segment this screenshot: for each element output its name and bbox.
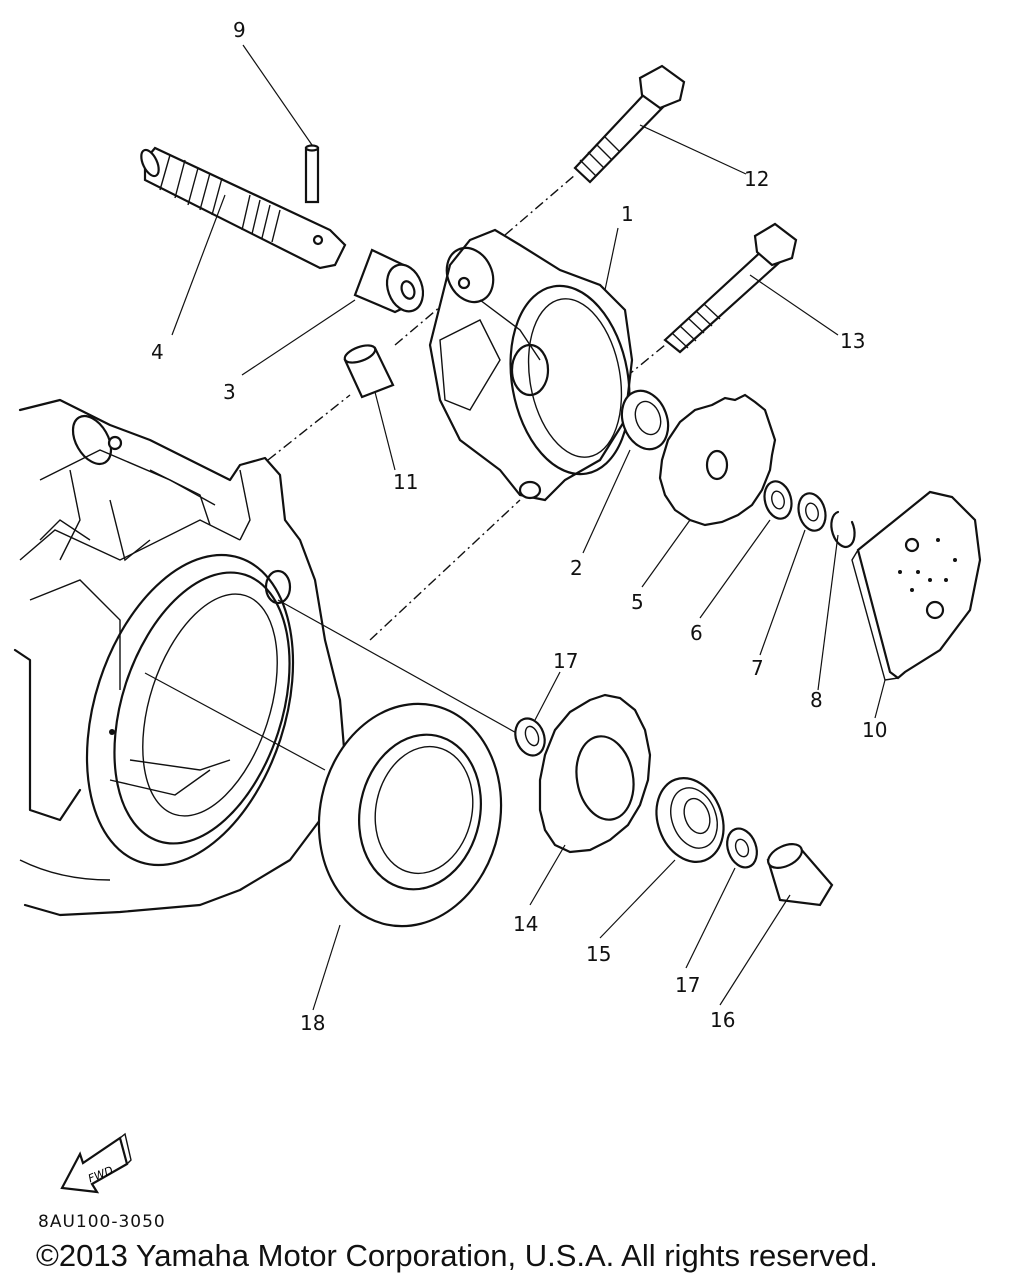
part-17-circlip-upper [514, 717, 546, 757]
callout-label: 7 [751, 656, 764, 680]
part-4-shaft [140, 146, 347, 270]
copyright-notice: ©2013 Yamaha Motor Corporation, U.S.A. A… [36, 1238, 878, 1273]
part-1-housing [428, 228, 634, 502]
fwd-arrow-icon: FWD [60, 1132, 132, 1194]
callout-label: 18 [300, 1011, 325, 1035]
part-17-washer-lower [726, 827, 758, 869]
callout-label: 2 [570, 556, 583, 580]
part-6-washer [763, 480, 793, 520]
part-14-gear [538, 693, 652, 854]
callout-label: 12 [744, 167, 769, 191]
part-18-ring [317, 702, 503, 928]
callout-label: 17 [553, 649, 578, 673]
callout-label: 17 [675, 973, 700, 997]
callout-label: 15 [586, 942, 611, 966]
callout-label: 13 [840, 329, 865, 353]
callout-label: 16 [710, 1008, 735, 1032]
part-11-dowel [343, 344, 395, 399]
callout-label: 11 [393, 470, 418, 494]
part-15-bearing [655, 777, 725, 863]
callout-label: 6 [690, 621, 703, 645]
callout-label: 3 [223, 380, 236, 404]
part-13-bolt [663, 222, 798, 354]
callout-label: 4 [151, 340, 164, 364]
callout-label: 5 [631, 590, 644, 614]
callout-label: 14 [513, 912, 538, 936]
part-8-circlip [830, 510, 856, 548]
part-10-plate [851, 490, 982, 681]
part-3-collar [353, 248, 425, 314]
part-12-bolt [573, 64, 686, 184]
part-9-pin [304, 144, 320, 204]
callout-label: 8 [810, 688, 823, 712]
crankcase [13, 398, 347, 917]
part-2-seal [620, 389, 670, 451]
callout-label: 9 [233, 18, 246, 42]
leader-lines [171, 44, 886, 1011]
callout-label: 10 [862, 718, 887, 742]
part-5-gear [658, 393, 777, 527]
callout-labels: 1 2 3 4 5 6 7 8 9 10 11 12 13 14 15 16 1… [151, 18, 887, 1035]
diagram-code: 8AU100-3050 [38, 1212, 166, 1232]
part-7-washer [797, 492, 827, 532]
callout-label: 1 [621, 202, 634, 226]
part-16-sleeve [766, 843, 834, 907]
